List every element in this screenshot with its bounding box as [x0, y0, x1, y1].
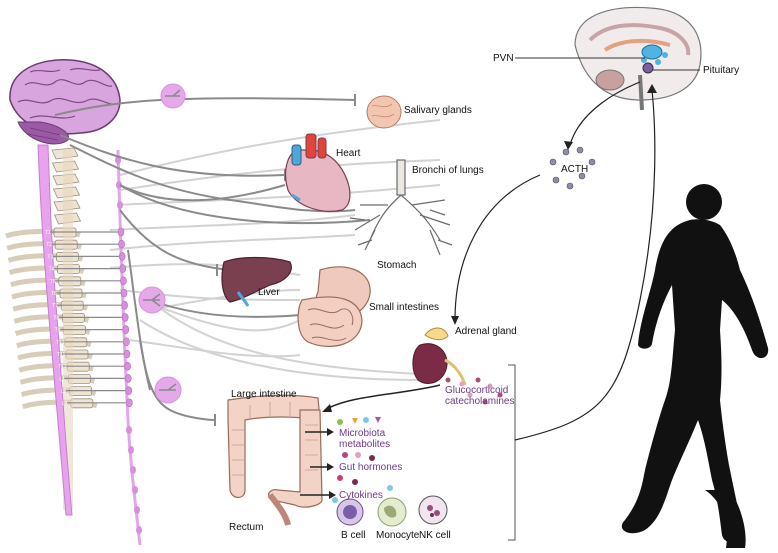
sympathetic-chain — [116, 149, 142, 546]
label-microbiota: Microbiota — [339, 428, 386, 439]
label-small-intestines: Small intestines — [369, 302, 439, 313]
chain-ganglion — [121, 313, 129, 322]
chain-ganglion — [119, 264, 127, 273]
gut-arrows — [300, 384, 441, 496]
label-liver: Liver — [258, 287, 280, 298]
arrow-heads — [322, 404, 336, 499]
chain-ganglion — [126, 426, 132, 434]
large-intestine-icon — [227, 394, 323, 526]
chain-ganglion — [117, 201, 123, 209]
spinal-cord-icon — [37, 144, 73, 516]
chain-ganglion — [124, 361, 131, 371]
vertebra-label: T9 — [55, 328, 61, 334]
brain-section-icon — [574, 6, 702, 111]
light-nerve-fibers — [109, 119, 441, 381]
label-cytokines: Cytokines — [339, 490, 383, 501]
vertebra-label: T10 — [56, 340, 65, 346]
chain-ganglion — [118, 252, 126, 261]
label-heart: Heart — [336, 148, 361, 159]
hpa-axis-arrows — [454, 81, 656, 441]
chain-ganglion — [125, 386, 133, 395]
label-metabolites: metabolites — [339, 439, 390, 450]
label-bronchi: Bronchi of lungs — [412, 165, 484, 176]
vertebra-label: L3 — [62, 401, 68, 407]
ganglion-icons — [138, 83, 186, 404]
chain-ganglion — [126, 398, 133, 408]
vertebra-label: T4 — [49, 267, 55, 273]
spinal-nerves — [50, 231, 129, 404]
liver-icon — [221, 256, 292, 307]
vertebra-label: T1 — [45, 230, 51, 236]
chain-ganglion — [132, 486, 138, 494]
nk-cell-icon — [418, 495, 448, 525]
label-adrenal: Adrenal gland — [455, 326, 517, 337]
vertebra-label: T6 — [51, 291, 57, 297]
small-intestine-icon — [297, 296, 363, 347]
chain-ganglion — [121, 300, 128, 310]
vertebra-label: T7 — [52, 303, 58, 309]
monocyte-icon — [377, 497, 407, 527]
chain-ganglion — [115, 156, 121, 164]
pvn-pointer — [515, 57, 700, 71]
b-cell-icon — [336, 498, 364, 526]
sympathetic-ganglia — [115, 156, 142, 534]
brain-icon — [9, 59, 121, 145]
label-pvn: PVN — [493, 53, 514, 64]
vertebra-label: T12 — [58, 364, 67, 370]
vertebra-label: L1 — [59, 376, 65, 382]
hpa-arrow-heads — [451, 84, 657, 325]
chain-ganglion — [136, 526, 142, 534]
chain-ganglion — [123, 337, 130, 347]
label-acth: ACTH — [561, 164, 588, 175]
chain-ganglion — [116, 181, 122, 189]
runner-silhouette-icon — [621, 184, 769, 548]
label-glucocorticoid: Glucocorticoid — [445, 385, 508, 396]
chain-ganglion — [120, 288, 128, 298]
vertebra-label: L2 — [61, 389, 67, 395]
vertebra-label: T2 — [46, 242, 52, 248]
vertebra-label: T3 — [47, 254, 53, 260]
acth-molecules — [549, 146, 596, 190]
label-b-cell: B cell — [341, 530, 365, 541]
chain-ganglion — [130, 466, 136, 474]
salivary-gland-icon — [366, 95, 402, 129]
chain-ganglion — [123, 349, 131, 359]
vertebra-label: T5 — [50, 279, 56, 285]
chain-ganglion — [120, 276, 127, 286]
chain-ganglion — [128, 446, 134, 454]
chain-ganglion — [122, 325, 130, 334]
microbiota-dots — [332, 417, 393, 503]
lungs-icon — [349, 159, 453, 256]
response-bracket — [508, 364, 516, 541]
chain-ganglion — [124, 374, 132, 383]
vertebra-label: T11 — [57, 352, 65, 358]
label-nk-cell: NK cell — [419, 530, 451, 541]
heart-icon — [285, 133, 351, 212]
label-large-intestine: Large intestine — [231, 389, 297, 400]
labels: PVN Pituitary ACTH Salivary glands Heart… — [229, 53, 739, 541]
vertebra-label: T8 — [53, 315, 59, 321]
label-stomach: Stomach — [377, 260, 416, 271]
label-catecholamines: catecholamines — [445, 396, 514, 407]
label-gut-hormones: Gut hormones — [339, 462, 402, 473]
adrenal-gland-icon — [412, 327, 467, 386]
label-pituitary: Pituitary — [703, 65, 739, 76]
chain-ganglion — [118, 239, 125, 249]
label-salivary: Salivary glands — [404, 105, 472, 116]
hormone-dots — [445, 377, 503, 405]
label-monocyte: Monocyte — [376, 530, 420, 541]
chain-ganglion — [117, 227, 125, 237]
chain-ganglion — [134, 506, 140, 514]
label-rectum: Rectum — [229, 522, 263, 533]
